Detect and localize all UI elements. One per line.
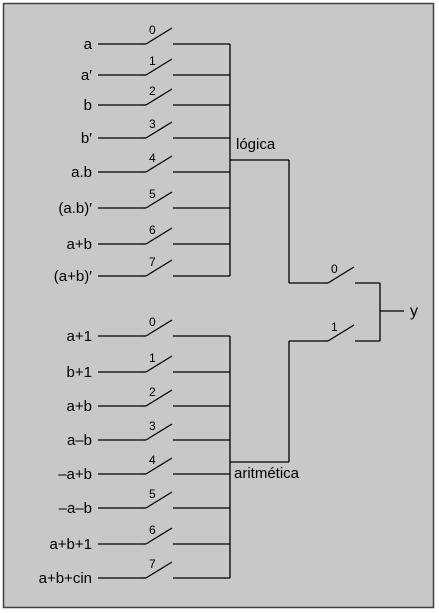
arith-switch: 1 (140, 351, 173, 373)
switch-blade (327, 266, 355, 284)
arith-input-label: a+b+cin (39, 570, 92, 587)
arith-switch: 6 (140, 523, 173, 545)
logic-input-label: a.b (71, 164, 92, 181)
arith-group: a+1 0 b+1 1 a+b 2 a–b 3 –a+b 4 –a–b 5 a+b+1 6 a+b+cin 7 (39, 315, 230, 587)
switch-number: 2 (149, 385, 156, 399)
arith-input-label: b+1 (67, 364, 92, 381)
switch-number: 4 (149, 453, 156, 467)
switch-blade (145, 319, 173, 337)
logic-input-label: a′ (81, 67, 92, 84)
arith-switch: 4 (140, 453, 173, 475)
switch-number: 0 (149, 315, 156, 329)
logic-input-row: a0 (84, 23, 230, 53)
logic-input-row: (a+b)′ 7 (54, 255, 230, 285)
logic-input-row: b2 (84, 84, 230, 114)
switch-number: 2 (149, 84, 156, 98)
select-group: 01 (322, 262, 355, 342)
arith-input-row: –a+b 4 (58, 453, 230, 483)
arith-switch: 2 (140, 385, 173, 407)
arith-input-label: –a–b (59, 500, 92, 517)
logic-switch: 2 (140, 84, 173, 106)
switch-blade (145, 355, 173, 373)
logic-input-row: a′ 1 (81, 54, 230, 84)
arith-label: aritmética (234, 465, 300, 482)
switch-number: 1 (149, 351, 156, 365)
switch-number: 6 (149, 223, 156, 237)
wires (229, 44, 404, 578)
logic-switch: 4 (140, 151, 173, 173)
switch-blade (145, 88, 173, 106)
arith-input-label: a+b (67, 398, 92, 415)
logic-switch: 3 (140, 117, 173, 139)
switch-number: 1 (149, 54, 156, 68)
arith-input-row: a–b 3 (67, 419, 230, 449)
arith-input-row: –a–b 5 (59, 487, 230, 517)
logic-switch: 6 (140, 223, 173, 245)
switch-number: 3 (149, 419, 156, 433)
switch-number: 6 (149, 523, 156, 537)
arith-input-label: –a+b (58, 466, 92, 483)
arith-input-row: a+b+1 6 (49, 523, 230, 553)
switch-blade (145, 491, 173, 509)
logic-input-label: b (84, 97, 92, 114)
arith-switch: 0 (140, 315, 173, 337)
switch-blade (145, 58, 173, 76)
logic-input-row: a.b 4 (71, 151, 230, 181)
switch-blade (327, 324, 355, 342)
arith-input-label: a+b+1 (49, 536, 92, 553)
switch-number: 0 (149, 23, 156, 37)
switch-number: 5 (149, 187, 156, 201)
arith-input-row: b+1 1 (67, 351, 230, 381)
logic-switch: 5 (140, 187, 173, 209)
switch-number: 7 (149, 255, 156, 269)
switch-number: 3 (149, 117, 156, 131)
switch-blade (145, 191, 173, 209)
logic-input-label: a (84, 36, 93, 53)
switch-blade (145, 121, 173, 139)
switch-blade (145, 155, 173, 173)
logic-switch: 1 (140, 54, 173, 76)
arith-input-label: a–b (67, 432, 92, 449)
arith-input-label: a+1 (67, 328, 92, 345)
switch-blade (145, 423, 173, 441)
switch-blade (145, 27, 173, 45)
logic-input-label: (a.b)′ (58, 200, 92, 217)
logic-input-label: a+b (67, 236, 92, 253)
arith-input-row: a+1 0 (67, 315, 230, 345)
select-switch-1: 1 (322, 320, 355, 342)
arith-switch: 5 (140, 487, 173, 509)
switch-blade (145, 227, 173, 245)
select-switch-0: 0 (322, 262, 355, 284)
switch-blade (145, 561, 173, 579)
logic-label: lógica (236, 136, 276, 153)
logic-input-label: b′ (81, 130, 92, 147)
arith-switch: 7 (140, 557, 173, 579)
arith-input-row: a+b+cin 7 (39, 557, 230, 587)
logic-input-row: a+b 6 (67, 223, 230, 253)
switch-number: 5 (149, 487, 156, 501)
switch-blade (145, 259, 173, 277)
arith-switch: 3 (140, 419, 173, 441)
logic-input-row: (a.b)′ 5 (58, 187, 230, 217)
logic-input-row: b′ 3 (81, 117, 230, 147)
switch-number: 7 (149, 557, 156, 571)
logic-switch: 0 (140, 23, 173, 45)
logic-switch: 7 (140, 255, 173, 277)
arith-input-row: a+b 2 (67, 385, 230, 415)
switch-blade (145, 457, 173, 475)
switch-number: 1 (331, 320, 338, 334)
switch-blade (145, 389, 173, 407)
output-label: y (410, 303, 418, 320)
switch-number: 4 (149, 151, 156, 165)
switch-number: 0 (331, 262, 338, 276)
diagram-panel (2, 2, 435, 609)
logic-input-label: (a+b)′ (54, 268, 92, 285)
switch-blade (145, 527, 173, 545)
